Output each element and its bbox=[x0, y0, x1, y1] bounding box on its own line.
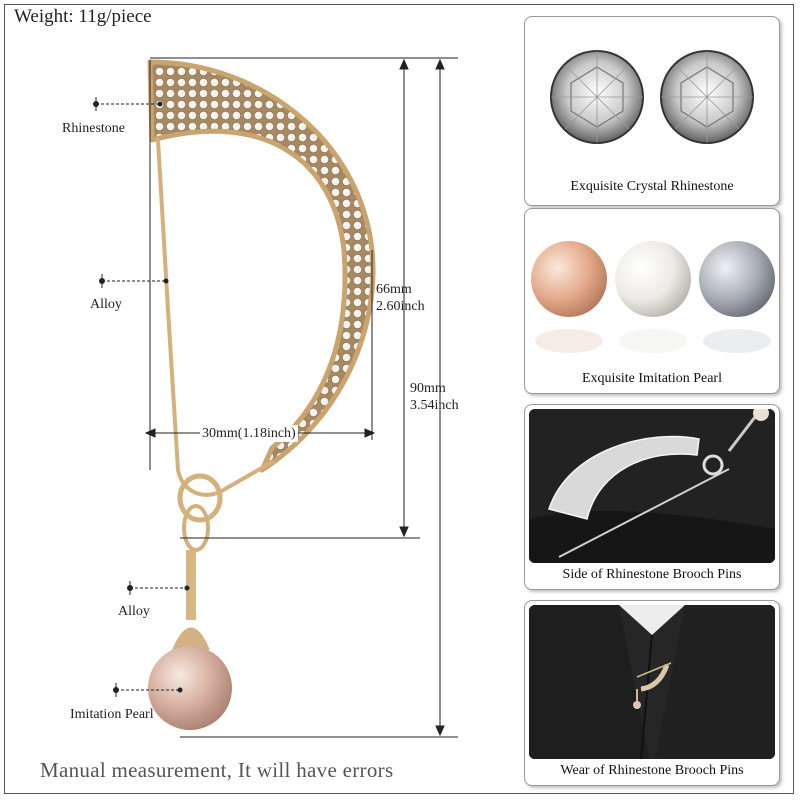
worn-brooch bbox=[640, 664, 670, 692]
card-caption: Side of Rhinestone Brooch Pins bbox=[562, 567, 742, 582]
card-caption: Wear of Rhinestone Brooch Pins bbox=[560, 763, 744, 778]
rhinestone-callout: Rhinestone bbox=[62, 121, 125, 136]
rhinestone-photo bbox=[529, 21, 775, 171]
inner-height-inch: 2.60inch bbox=[376, 299, 425, 314]
alloy-callout-top: Alloy bbox=[90, 297, 122, 312]
alloy-stem bbox=[186, 550, 196, 620]
crystal-left bbox=[550, 50, 644, 144]
inner-height-dimension: 66mm 2.60inch bbox=[376, 281, 425, 315]
side-view-photo bbox=[529, 409, 775, 563]
pearl-photo bbox=[529, 213, 775, 363]
card-caption: Exquisite Imitation Pearl bbox=[582, 371, 722, 386]
rhinestone-band bbox=[147, 59, 376, 473]
brooch-diagram bbox=[93, 57, 458, 738]
card-caption: Exquisite Crystal Rhinestone bbox=[570, 179, 734, 194]
total-height-dimension: 90mm 3.54inch bbox=[410, 380, 459, 414]
card-imitation-pearl: Exquisite Imitation Pearl bbox=[524, 208, 780, 394]
crystal-right bbox=[660, 50, 754, 144]
total-height-inch: 3.54inch bbox=[410, 398, 459, 413]
wear-photo bbox=[529, 605, 775, 759]
card-crystal-rhinestone: Exquisite Crystal Rhinestone bbox=[524, 16, 780, 206]
imitation-pearl bbox=[148, 646, 232, 730]
pearl-pink bbox=[531, 241, 607, 317]
pearl-callout: Imitation Pearl bbox=[70, 707, 154, 722]
outer-frame bbox=[4, 4, 794, 794]
total-height-mm: 90mm bbox=[410, 381, 446, 396]
width-dimension: 30mm(1.18inch) bbox=[200, 425, 298, 442]
pearl-white bbox=[615, 241, 691, 317]
alloy-loop bbox=[182, 504, 210, 552]
inner-height-mm: 66mm bbox=[376, 282, 412, 297]
measurement-note: Manual measurement, It will have errors bbox=[40, 758, 394, 782]
weight-label: Weight: 11g/piece bbox=[14, 6, 152, 27]
silver-band bbox=[548, 435, 700, 520]
alloy-callout-bottom: Alloy bbox=[118, 604, 150, 619]
alloy-ring bbox=[177, 473, 223, 523]
pearl-cap bbox=[172, 627, 210, 650]
card-wear-view: Wear of Rhinestone Brooch Pins bbox=[524, 600, 780, 786]
pearl-grey bbox=[699, 241, 775, 317]
card-side-view: Side of Rhinestone Brooch Pins bbox=[524, 404, 780, 590]
